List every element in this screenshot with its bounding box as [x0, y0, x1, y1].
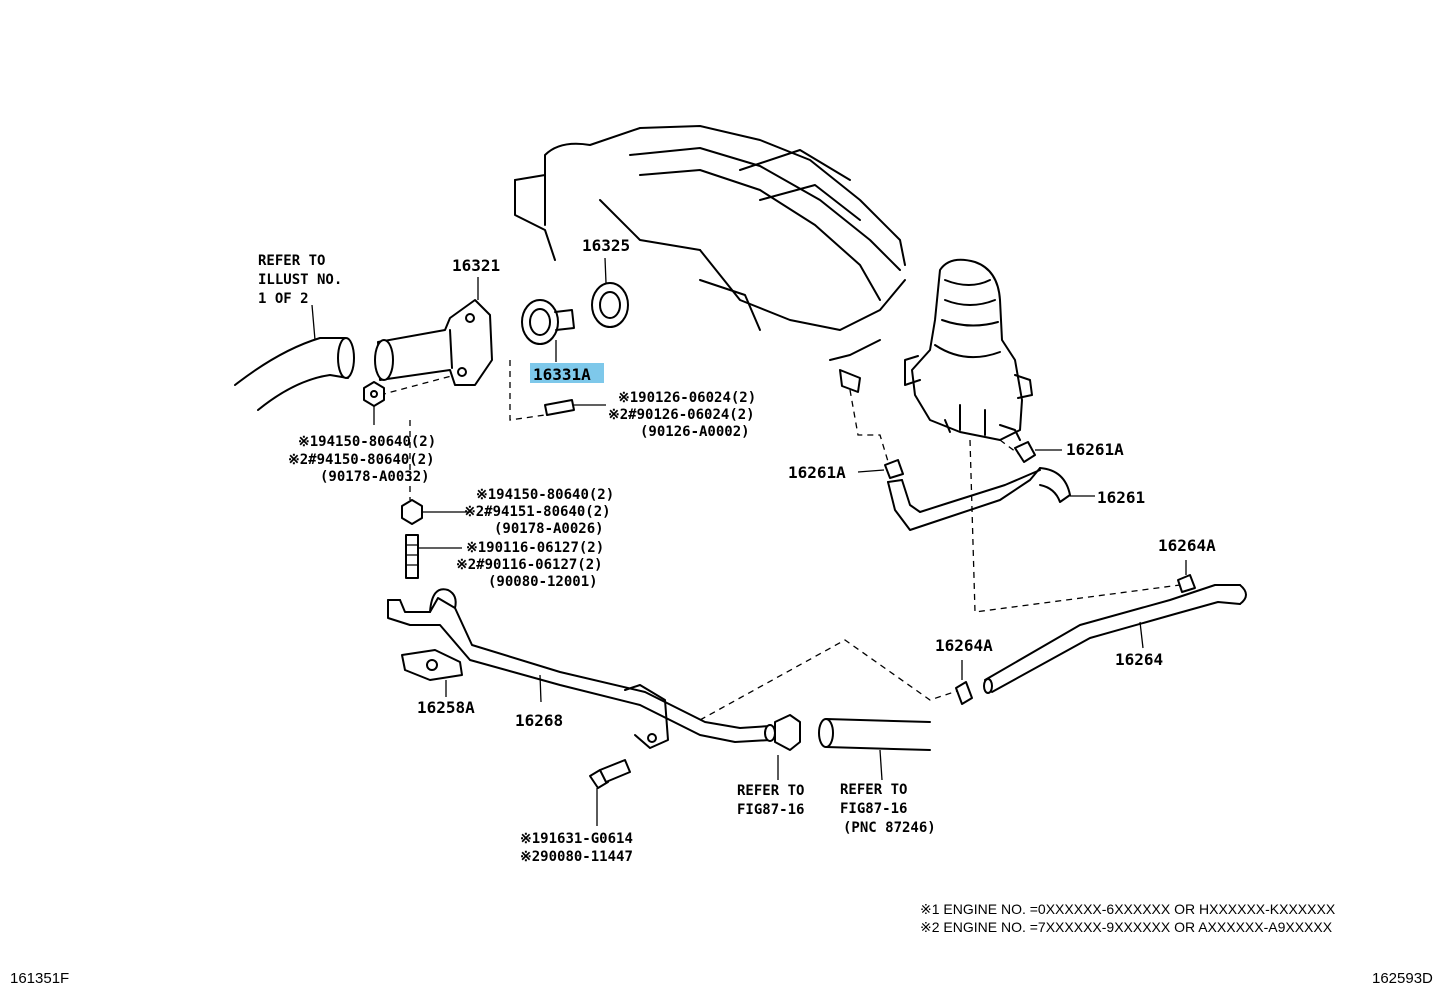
gasket-16258A [401, 649, 463, 697]
refer-bottom-2-line-2: FIG87-16 [840, 801, 907, 817]
nut-lower-line-2: ※2#94151-80640(2) [464, 504, 611, 520]
refer-top-line-1: REFER TO [258, 253, 325, 269]
inlet-hose [234, 337, 355, 411]
label-16331A: 16331A [533, 365, 591, 384]
nut-lower [401, 499, 470, 525]
clamp-16264A-mid [955, 660, 973, 705]
throttle-body [904, 258, 1033, 441]
corner-code-right: 162593D [1372, 970, 1433, 987]
refer-top-line-2: ILLUST NO. [258, 272, 342, 288]
highlight-16331A [530, 363, 604, 383]
bolt-group-line-2: ※290080-11447 [520, 849, 633, 865]
nut-lower-line-1: ※194150-80640(2) [476, 487, 614, 503]
refer-bottom-1-line-2: FIG87-16 [737, 802, 804, 818]
bolt-lower [589, 759, 631, 826]
clamp-refer [774, 714, 801, 780]
label-16261: 16261 [1097, 488, 1145, 507]
label-16264: 16264 [1115, 650, 1163, 669]
stud-lower [405, 534, 462, 579]
stud-lower-line-2: ※2#90116-06127(2) [456, 557, 603, 573]
clamp-16261A-left [857, 459, 904, 479]
stud-group-line-2: ※2#90126-06024(2) [608, 407, 755, 423]
dashed-leaders [379, 360, 1181, 721]
label-16261A-right: 16261A [1066, 440, 1124, 459]
hose-refer [818, 718, 931, 781]
clamp-16261A-right [1014, 441, 1062, 463]
label-16325: 16325 [582, 236, 630, 255]
engine-note-2: ※2 ENGINE NO. =7XXXXXX-9XXXXXX OR AXXXXX… [920, 919, 1333, 935]
nut-upper [363, 381, 385, 407]
refer-bottom-1-line-1: REFER TO [737, 783, 804, 799]
pipe-16268 [387, 588, 776, 749]
nut-upper-line-2: ※2#94150-80640(2) [288, 452, 435, 468]
refer-bottom-2-line-1: REFER TO [840, 782, 907, 798]
hose-16264 [983, 560, 1247, 694]
label-16258A: 16258A [417, 698, 475, 717]
nut-lower-line-3: (90178-A0026) [494, 521, 604, 537]
gasket [591, 257, 629, 328]
label-16264A-mid: 16264A [935, 636, 993, 655]
stud-upper [544, 399, 606, 416]
refer-top-line-3: 1 OF 2 [258, 291, 309, 307]
label-16261A-left: 16261A [788, 463, 846, 482]
label-16321: 16321 [452, 256, 500, 275]
labels: REFER TO ILLUST NO. 1 OF 2 16321 16325 1… [10, 236, 1433, 987]
engine-outline [514, 125, 906, 361]
bolt-group-line-1: ※191631-G0614 [520, 831, 633, 847]
hose-16261 [887, 467, 1095, 531]
stud-group-line-3: (90126-A0002) [640, 424, 750, 440]
stud-lower-line-3: (90080-12001) [488, 574, 598, 590]
label-16268: 16268 [515, 711, 563, 730]
thermostat [521, 299, 575, 362]
stud-lower-line-1: ※190116-06127(2) [466, 540, 604, 556]
label-16264A-top: 16264A [1158, 536, 1216, 555]
nut-upper-line-3: (90178-A0032) [320, 469, 430, 485]
nut-upper-line-1: ※194150-80640(2) [298, 434, 436, 450]
refer-bottom-2-line-3: (PNC 87246) [843, 820, 936, 836]
stud-group-line-1: ※190126-06024(2) [618, 390, 756, 406]
corner-code-left: 161351F [10, 970, 69, 987]
engine-note-1: ※1 ENGINE NO. =0XXXXXX-6XXXXXX OR HXXXXX… [920, 901, 1336, 917]
water-inlet [374, 299, 493, 386]
